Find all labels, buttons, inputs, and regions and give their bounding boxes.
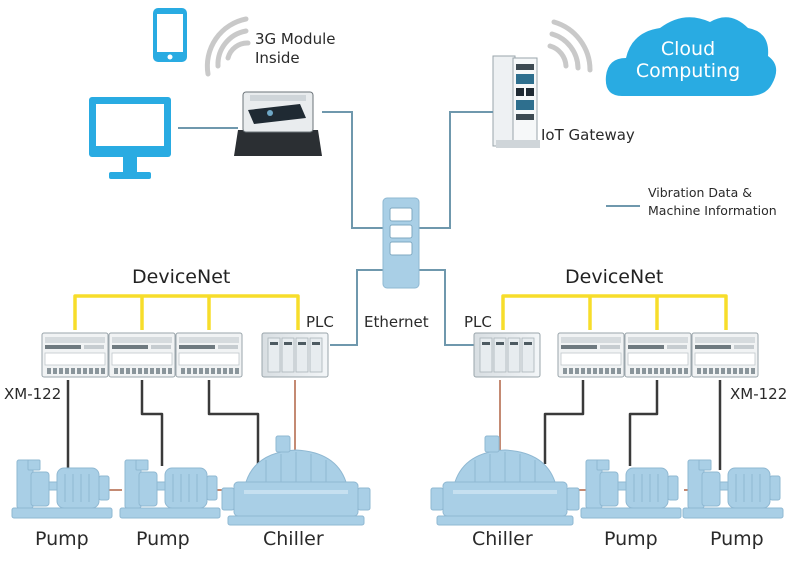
module-label: 3G Module Inside: [255, 30, 335, 68]
xm122-label-right: XM-122: [730, 385, 788, 403]
smartphone-icon: [153, 8, 187, 62]
xm122-module-icon: [691, 332, 759, 378]
sensor-cables: [66, 380, 722, 470]
plc-label-right: PLC: [464, 313, 492, 331]
pump-icon: [682, 459, 784, 519]
xm122-module-icon: [41, 332, 109, 378]
machine-label-left-2: Pump: [136, 528, 190, 550]
module-label-line2: Inside: [255, 49, 300, 67]
ethernet-label: Ethernet: [364, 313, 429, 331]
router-icon: [234, 91, 322, 156]
legend-line2: Machine Information: [648, 203, 777, 218]
plc-label-left: PLC: [306, 313, 334, 331]
machine-label-right-1: Chiller: [472, 528, 533, 550]
plc-icon: [473, 332, 541, 378]
pump-icon: [11, 459, 113, 519]
devicenet-label-left: DeviceNet: [132, 266, 231, 288]
machine-label-right-3: Pump: [710, 528, 764, 550]
wifi-signal-icon: [204, 16, 251, 77]
cloud-label-line1: Cloud: [660, 38, 716, 60]
cloud-label: Cloud Computing: [618, 38, 758, 82]
iot-gateway-label: IoT Gateway: [541, 126, 635, 144]
xm122-module-icon: [108, 332, 176, 378]
pump-icon: [580, 459, 682, 519]
machine-label-left-3: Chiller: [263, 528, 324, 550]
cloud-label-line2: Computing: [635, 60, 741, 82]
xm122-module-icon: [624, 332, 692, 378]
devicenet-label-right: DeviceNet: [565, 266, 664, 288]
plc-icon: [261, 332, 329, 378]
module-label-line1: 3G Module: [255, 30, 336, 48]
legend-line1: Vibration Data &: [648, 185, 752, 200]
machine-label-left-1: Pump: [35, 528, 89, 550]
cloud-icon: [605, 17, 777, 97]
xm122-module-icon: [175, 332, 243, 378]
xm122-module-icon: [557, 332, 625, 378]
pump-icon: [119, 459, 221, 519]
ethernet-switch-icon: [382, 197, 420, 289]
devicenet-lines: [73, 294, 728, 330]
iot-gateway-icon: [492, 55, 540, 148]
monitor-icon: [89, 97, 171, 179]
xm122-label-left: XM-122: [4, 385, 62, 403]
machine-label-right-2: Pump: [604, 528, 658, 550]
chiller-icon: [430, 435, 580, 526]
legend-label: Vibration Data & Machine Information: [648, 184, 777, 220]
wifi-signal-icon: [547, 19, 593, 73]
